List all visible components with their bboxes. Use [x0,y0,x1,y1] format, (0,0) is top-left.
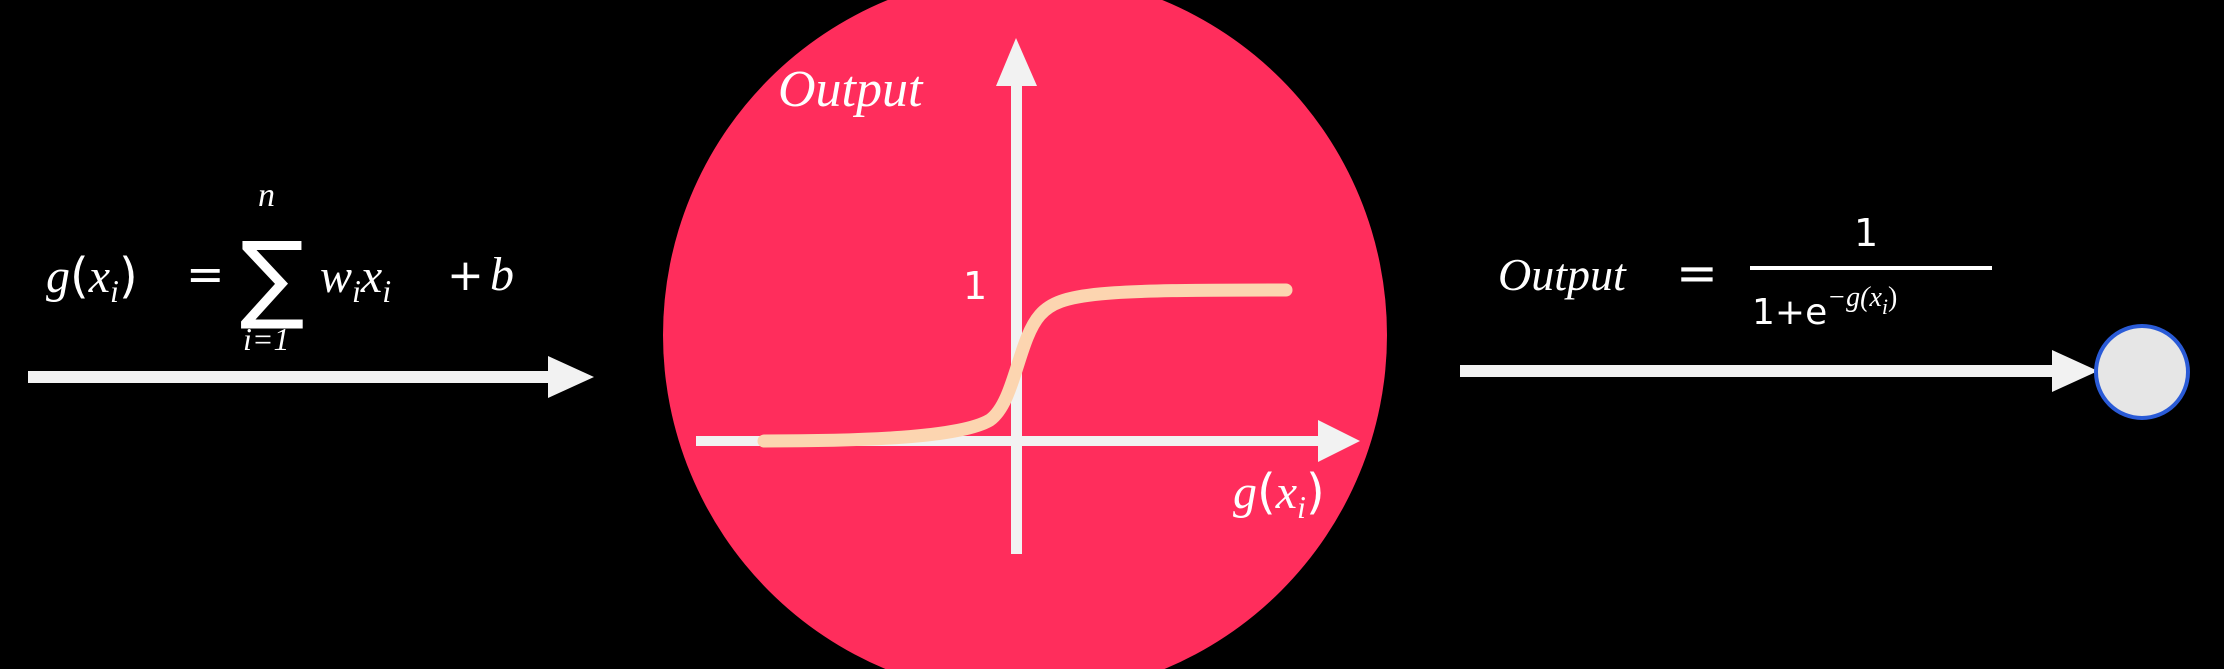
summation-symbol: ∑ [240,221,305,333]
formula-w: w [320,250,352,303]
weighted-sum-formula: g(xi) = ∑ n i=1 wixi + b [46,177,514,357]
y-axis [1011,80,1022,554]
output-label: Output [1498,249,1627,300]
svg-text:wixi: wixi [320,250,391,309]
output-node-circle-icon [2094,324,2190,420]
y-axis-label: Output [778,61,924,118]
x-axis-label: g(xi) [1233,464,1325,525]
sigmoid-graph: Output 1 g(xi) [696,38,1360,554]
output-arrow-icon [1460,350,2098,392]
formula-x2-subscript: i [382,273,391,309]
summation-lower-limit: i=1 [243,321,289,357]
formula-plus: + [447,250,484,301]
svg-text:g(xi): g(xi) [46,248,138,309]
fraction-numerator: 1 [1854,211,1878,255]
formula-w-subscript: i [352,273,361,309]
sigmoid-equals: = [1676,244,1718,302]
formula-bias: b [490,248,514,301]
x-axis-arrowhead [1318,420,1360,462]
formula-x: x [88,250,110,303]
formula-x2: x [360,250,382,303]
y-axis-arrowhead [996,38,1037,86]
formula-g: g [46,250,70,303]
input-arrow-icon [28,356,594,398]
summation-upper-limit: n [258,177,275,214]
y-tick-label-one: 1 [963,264,987,308]
sigmoid-curve [757,283,1293,448]
sigmoid-formula: Output = 1 1+e−g(xi) [1498,211,1992,333]
fraction-bar [1750,266,1992,270]
formula-x-subscript: i [110,273,119,309]
formula-equals: = [186,247,225,301]
fraction-denominator: 1+e−g(xi) [1752,282,1897,333]
